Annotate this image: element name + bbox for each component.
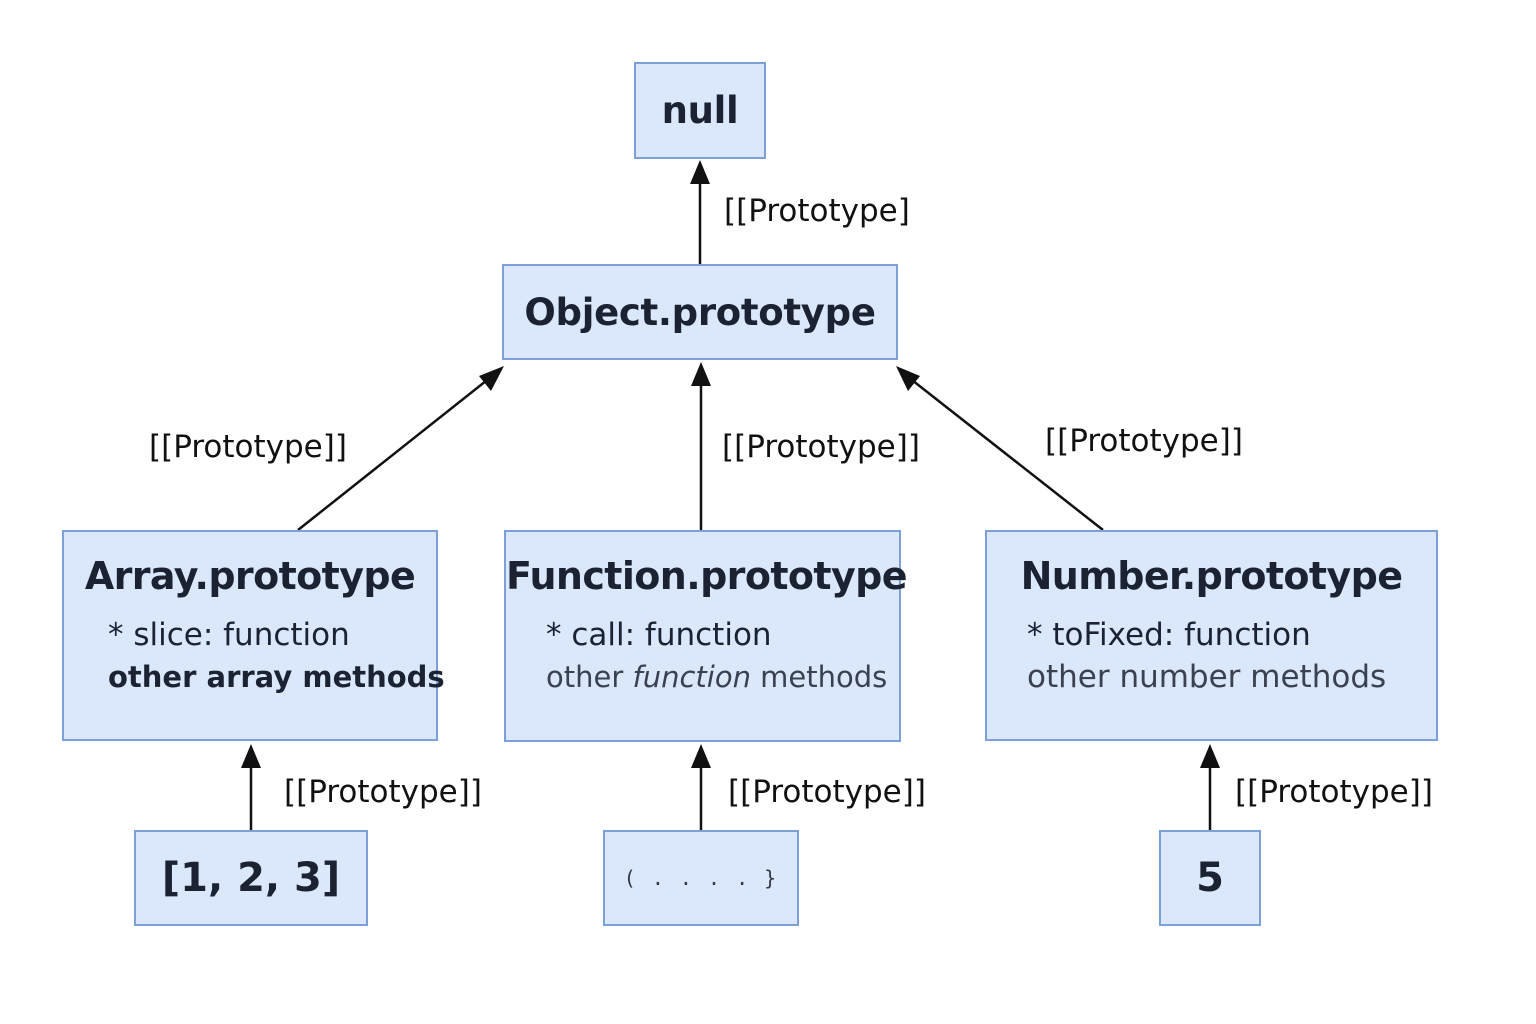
function-method-other-suffix: methods bbox=[750, 660, 888, 694]
null-node-label: null bbox=[661, 89, 739, 132]
array-method-list: * slice: function other array methods bbox=[64, 614, 445, 698]
edge-label-number-instance: [[Prototype]] bbox=[1235, 774, 1433, 810]
edge-label-array-instance: [[Prototype]] bbox=[284, 774, 482, 810]
function-method-other-italic: function bbox=[632, 660, 751, 694]
edge-label-number-proto: [[Prototype]] bbox=[1045, 423, 1243, 459]
function-method-call: * call: function bbox=[546, 617, 772, 653]
function-method-other: other function methods bbox=[546, 656, 899, 698]
edge-array-instance-to-proto-head bbox=[241, 744, 261, 768]
number-method-tofixed: * toFixed: function bbox=[1027, 617, 1311, 653]
null-node: null bbox=[634, 62, 766, 159]
number-method-other: other number methods bbox=[1027, 659, 1387, 695]
array-prototype-node: Array.prototype * slice: function other … bbox=[62, 530, 445, 741]
function-instance-label: ( . . . . } bbox=[623, 866, 779, 890]
edge-number-instance-to-proto-head bbox=[1200, 744, 1220, 768]
function-method-other-prefix: other bbox=[546, 660, 633, 694]
number-instance-node: 5 bbox=[1159, 830, 1261, 926]
edge-function-instance-to-proto-head bbox=[691, 744, 711, 768]
edge-array-proto-to-object-head bbox=[479, 366, 504, 391]
edge-function-proto-to-object-head bbox=[691, 362, 711, 386]
function-prototype-label: Function.prototype bbox=[506, 554, 908, 598]
edge-object-to-null-head bbox=[690, 160, 710, 184]
edge-label-object-to-null: [[Prototype] bbox=[724, 193, 910, 229]
edge-number-proto-to-object bbox=[902, 372, 1104, 531]
object-prototype-label: Object.prototype bbox=[524, 290, 876, 334]
edge-label-array-proto: [[Prototype]] bbox=[149, 429, 347, 465]
array-prototype-label: Array.prototype bbox=[84, 554, 416, 598]
function-instance-node: ( . . . . } bbox=[603, 830, 799, 926]
array-instance-label: [1, 2, 3] bbox=[161, 855, 341, 901]
object-prototype-node: Object.prototype bbox=[502, 264, 898, 360]
function-method-list: * call: function other function methods bbox=[506, 614, 899, 698]
edge-label-function-instance: [[Prototype]] bbox=[728, 774, 926, 810]
function-prototype-node: Function.prototype * call: function othe… bbox=[504, 530, 908, 742]
array-method-other: other array methods bbox=[108, 660, 445, 694]
array-method-slice: * slice: function bbox=[108, 617, 350, 653]
number-prototype-node: Number.prototype * toFixed: function oth… bbox=[985, 530, 1438, 741]
edge-label-function-proto: [[Prototype]] bbox=[722, 429, 920, 465]
array-instance-node: [1, 2, 3] bbox=[134, 830, 368, 926]
number-instance-label: 5 bbox=[1196, 855, 1224, 901]
edge-number-proto-to-object-head bbox=[896, 366, 920, 391]
edge-array-proto-to-object bbox=[297, 372, 497, 531]
number-method-list: * toFixed: function other number methods bbox=[987, 614, 1436, 698]
number-prototype-label: Number.prototype bbox=[1020, 554, 1403, 598]
